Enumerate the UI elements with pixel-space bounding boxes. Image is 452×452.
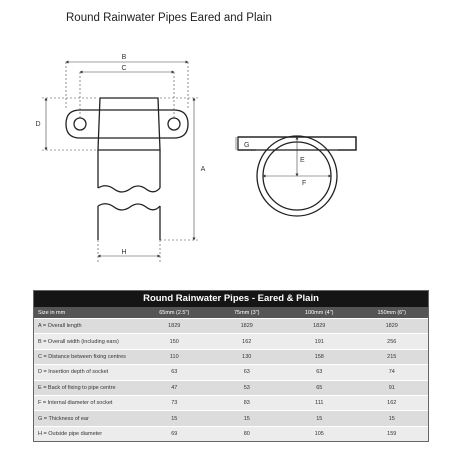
- table-cell: 15: [355, 410, 428, 427]
- label-d: D: [35, 121, 40, 128]
- label-g: G: [244, 142, 249, 149]
- table-row: D = Insertion depth of socket 63 63 63 7…: [34, 364, 428, 381]
- socket: [97, 97, 161, 151]
- table-cell: 110: [138, 348, 211, 365]
- pipe-elevation: [65, 97, 189, 240]
- table-cell: 83: [210, 394, 283, 411]
- label-c: C: [121, 65, 126, 72]
- table-row: C = Distance between fixing centres 110 …: [34, 348, 428, 365]
- table-cell: 162: [210, 333, 283, 350]
- table-cell: 63: [283, 364, 356, 381]
- row-label: G = Thickness of ear: [34, 410, 138, 427]
- pipe-diagram: B C D A H E F G: [35, 54, 357, 262]
- column-header: 100mm (4"): [283, 307, 356, 319]
- dimension-e-f-g: [235, 136, 332, 178]
- label-a: A: [201, 166, 206, 173]
- row-label: C = Distance between fixing centres: [34, 348, 138, 365]
- dimension-a: [160, 97, 198, 241]
- label-f: F: [302, 180, 306, 187]
- table-cell: 65: [283, 379, 356, 396]
- row-label: H = Outside pipe diameter: [34, 425, 138, 442]
- table-cell: 47: [138, 379, 211, 396]
- page-title: Round Rainwater Pipes Eared and Plain: [66, 12, 272, 24]
- label-h: H: [121, 249, 126, 256]
- table-cell: 215: [355, 348, 428, 365]
- table-cell: 91: [355, 379, 428, 396]
- table-cell: 73: [138, 394, 211, 411]
- table-cell: 63: [138, 364, 211, 381]
- column-header: 65mm (2.5"): [138, 307, 211, 319]
- spec-table: Round Rainwater Pipes - Eared & Plain Si…: [33, 290, 429, 443]
- table-cell: 63: [210, 364, 283, 381]
- table-title: Round Rainwater Pipes - Eared & Plain: [34, 291, 428, 307]
- table-row: E = Back of fixing to pipe centre 47 53 …: [34, 379, 428, 396]
- label-b: B: [122, 54, 127, 61]
- table-header: Size in mm 65mm (2.5") 75mm (3") 100mm (…: [34, 307, 428, 319]
- dimension-h: [97, 240, 161, 262]
- row-label: A = Overall length: [34, 317, 138, 334]
- row-label: D = Insertion depth of socket: [34, 364, 138, 381]
- table-cell: 69: [138, 425, 211, 442]
- table-grid: Size in mm 65mm (2.5") 75mm (3") 100mm (…: [34, 307, 428, 442]
- table-cell: 159: [355, 425, 428, 442]
- left-ear: [65, 109, 98, 139]
- table-cell: 162: [355, 394, 428, 411]
- table-cell: 111: [283, 394, 356, 411]
- table-cell: 80: [210, 425, 283, 442]
- row-label: E = Back of fixing to pipe centre: [34, 379, 138, 396]
- table-cell: 53: [210, 379, 283, 396]
- table-cell: 130: [210, 348, 283, 365]
- column-header: 75mm (3"): [210, 307, 283, 319]
- table-cell: 158: [283, 348, 356, 365]
- table-cell: 1829: [210, 317, 283, 334]
- column-header: Size in mm: [34, 307, 138, 319]
- table-cell: 15: [210, 410, 283, 427]
- table-row: H = Outside pipe diameter 69 80 105 159: [34, 425, 428, 442]
- right-ear: [160, 109, 189, 139]
- break-top: [97, 185, 161, 193]
- table-row: B = Overall width (including ears) 150 1…: [34, 333, 428, 350]
- table-row: G = Thickness of ear 15 15 15 15: [34, 410, 428, 427]
- break-bottom: [97, 203, 161, 211]
- dimension-b: [65, 60, 189, 108]
- table-row: F = Internal diameter of socket 73 83 11…: [34, 394, 428, 411]
- table-cell: 256: [355, 333, 428, 350]
- row-label: F = Internal diameter of socket: [34, 394, 138, 411]
- table-cell: 15: [283, 410, 356, 427]
- dimension-c: [79, 70, 175, 118]
- label-e: E: [300, 157, 305, 164]
- table-cell: 1829: [283, 317, 356, 334]
- table-cell: 15: [138, 410, 211, 427]
- row-label: B = Overall width (including ears): [34, 333, 138, 350]
- dimension-d: [42, 97, 98, 151]
- table-cell: 105: [283, 425, 356, 442]
- table-row: A = Overall length 1829 1829 1829 1829: [34, 317, 428, 334]
- table-cell: 1829: [355, 317, 428, 334]
- table-cell: 191: [283, 333, 356, 350]
- table-cell: 1829: [138, 317, 211, 334]
- table-cell: 150: [138, 333, 211, 350]
- table-cell: 74: [355, 364, 428, 381]
- column-header: 150mm (6"): [355, 307, 428, 319]
